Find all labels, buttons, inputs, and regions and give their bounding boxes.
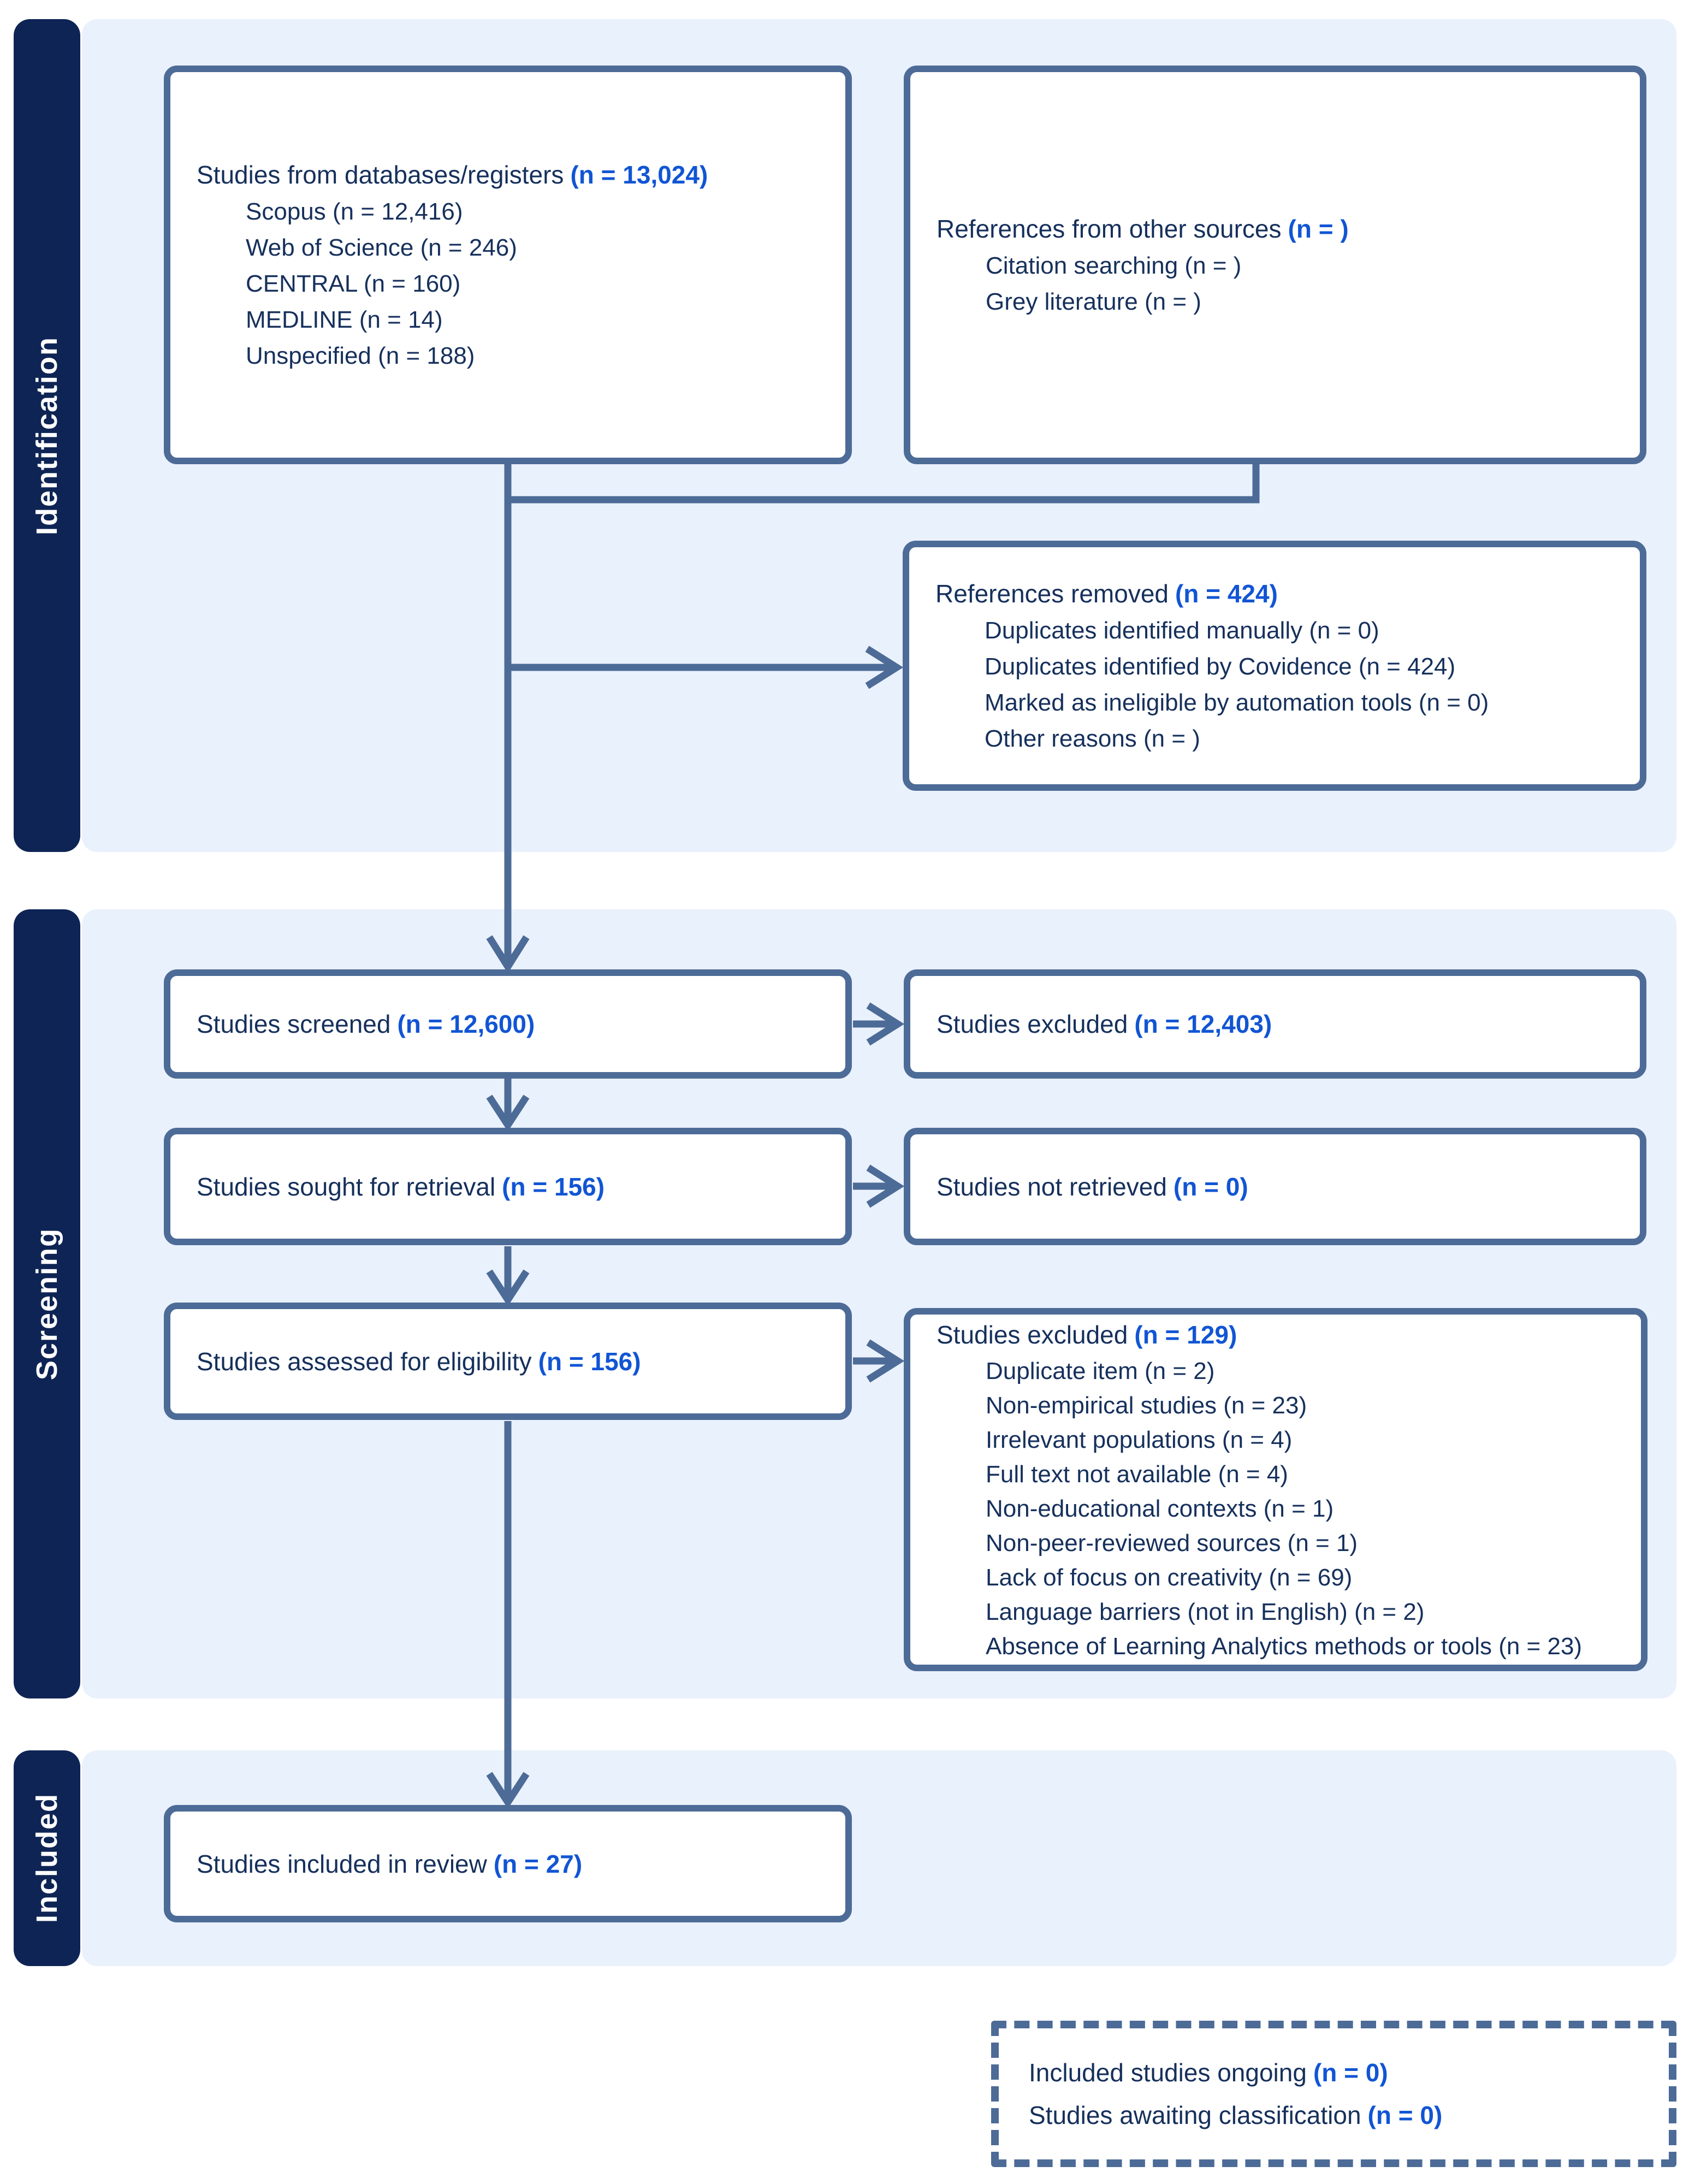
exclusion-reason-duplicate-item: Duplicate item (n = 2) <box>986 1358 1215 1384</box>
studies-included-count: (n = 27) <box>493 1849 583 1878</box>
studies-excluded-screening-box: Studies excluded(n = 12,403) <box>904 969 1646 1079</box>
other-sources-title-text: References from other sources <box>937 215 1282 243</box>
studies-not-retrieved-count: (n = 0) <box>1173 1172 1248 1201</box>
included-studies-ongoing-line: Included studies ongoing(n = 0) <box>1029 2051 1669 2094</box>
databases-box-title: Studies from databases/registers(n = 13,… <box>197 156 834 194</box>
studies-awaiting-classification-count: (n = 0) <box>1367 2101 1443 2129</box>
databases-count: (n = 13,024) <box>570 161 708 189</box>
studies-excluded-screening-text: Studies excluded <box>937 1010 1128 1038</box>
other-source-item-grey-literature: Grey literature (n = ) <box>986 288 1201 315</box>
studies-excluded-screening-count: (n = 12,403) <box>1134 1010 1272 1038</box>
studies-sought-box: Studies sought for retrieval(n = 156) <box>164 1128 852 1245</box>
screening-stage-tab: Screening <box>14 909 80 1698</box>
references-other-sources-box: References from other sources(n = ) Cita… <box>904 66 1646 464</box>
studies-assessed-box: Studies assessed for eligibility(n = 156… <box>164 1303 852 1420</box>
exclusion-reason-non-empirical: Non-empirical studies (n = 23) <box>986 1392 1307 1419</box>
exclusion-reason-irrelevant-populations: Irrelevant populations (n = 4) <box>986 1427 1293 1453</box>
database-item-scopus: Scopus (n = 12,416) <box>246 198 463 225</box>
studies-assessed-title: Studies assessed for eligibility(n = 156… <box>197 1342 834 1381</box>
studies-included-box: Studies included in review(n = 27) <box>164 1805 852 1922</box>
studies-awaiting-classification-line: Studies awaiting classification(n = 0) <box>1029 2094 1669 2136</box>
exclusion-reason-absence-la: Absence of Learning Analytics methods or… <box>986 1633 1583 1660</box>
studies-sought-title: Studies sought for retrieval(n = 156) <box>197 1168 834 1206</box>
studies-included-title: Studies included in review(n = 27) <box>197 1845 834 1883</box>
studies-assessed-text: Studies assessed for eligibility <box>197 1347 532 1376</box>
studies-assessed-count: (n = 156) <box>538 1347 641 1376</box>
studies-screened-title: Studies screened(n = 12,600) <box>197 1005 834 1043</box>
references-removed-box-title: References removed(n = 424) <box>935 575 1629 613</box>
studies-sought-count: (n = 156) <box>502 1172 605 1201</box>
studies-from-databases-box: Studies from databases/registers(n = 13,… <box>164 66 852 464</box>
removed-item-duplicates-manual: Duplicates identified manually (n = 0) <box>985 617 1379 644</box>
studies-screened-box: Studies screened(n = 12,600) <box>164 969 852 1079</box>
removed-item-automation-tools: Marked as ineligible by automation tools… <box>985 689 1489 716</box>
studies-excluded-screening-title: Studies excluded(n = 12,403) <box>937 1005 1629 1043</box>
studies-not-retrieved-title: Studies not retrieved(n = 0) <box>937 1168 1629 1206</box>
removed-item-other-reasons: Other reasons (n = ) <box>985 725 1200 752</box>
studies-awaiting-classification-text: Studies awaiting classification <box>1029 2101 1361 2129</box>
databases-title-text: Studies from databases/registers <box>197 161 564 189</box>
database-item-web-of-science: Web of Science (n = 246) <box>246 234 517 261</box>
database-item-unspecified: Unspecified (n = 188) <box>246 342 475 369</box>
database-item-central: CENTRAL (n = 160) <box>246 270 461 297</box>
identification-stage-tab: Identification <box>14 19 80 852</box>
studies-screened-text: Studies screened <box>197 1010 391 1038</box>
studies-excluded-eligibility-box: Studies excluded(n = 129) Duplicate item… <box>904 1308 1647 1671</box>
references-removed-box: References removed(n = 424) Duplicates i… <box>903 541 1646 791</box>
exclusion-reason-non-educational: Non-educational contexts (n = 1) <box>986 1495 1334 1522</box>
database-item-medline: MEDLINE (n = 14) <box>246 306 443 333</box>
studies-included-text: Studies included in review <box>197 1849 487 1878</box>
studies-sought-text: Studies sought for retrieval <box>197 1172 496 1201</box>
ongoing-awaiting-box: Included studies ongoing(n = 0) Studies … <box>991 2021 1676 2167</box>
included-studies-ongoing-text: Included studies ongoing <box>1029 2058 1307 2087</box>
included-stage-label: Included <box>31 1793 63 1923</box>
screening-stage-label: Screening <box>31 1227 63 1381</box>
removed-item-duplicates-covidence: Duplicates identified by Covidence (n = … <box>985 653 1456 680</box>
other-sources-count: (n = ) <box>1288 215 1349 243</box>
included-stage-tab: Included <box>14 1750 80 1966</box>
studies-screened-count: (n = 12,600) <box>397 1010 535 1038</box>
references-removed-title-text: References removed <box>935 579 1169 608</box>
exclusion-reason-full-text: Full text not available (n = 4) <box>986 1461 1288 1488</box>
exclusion-reason-language-barriers: Language barriers (not in English) (n = … <box>986 1599 1425 1625</box>
studies-not-retrieved-text: Studies not retrieved <box>937 1172 1167 1201</box>
references-removed-count: (n = 424) <box>1175 579 1278 608</box>
other-source-item-citation-searching: Citation searching (n = ) <box>986 252 1242 279</box>
identification-stage-label: Identification <box>31 336 63 535</box>
other-sources-box-title: References from other sources(n = ) <box>937 210 1629 248</box>
exclusion-reason-non-peer-reviewed: Non-peer-reviewed sources (n = 1) <box>986 1530 1358 1556</box>
studies-excluded-eligibility-count: (n = 129) <box>1134 1321 1237 1349</box>
studies-not-retrieved-box: Studies not retrieved(n = 0) <box>904 1128 1646 1245</box>
studies-excluded-eligibility-text: Studies excluded <box>937 1321 1128 1349</box>
studies-excluded-eligibility-title: Studies excluded(n = 129) <box>937 1316 1630 1354</box>
included-studies-ongoing-count: (n = 0) <box>1313 2058 1388 2087</box>
exclusion-reason-lack-of-focus: Lack of focus on creativity (n = 69) <box>986 1564 1353 1591</box>
